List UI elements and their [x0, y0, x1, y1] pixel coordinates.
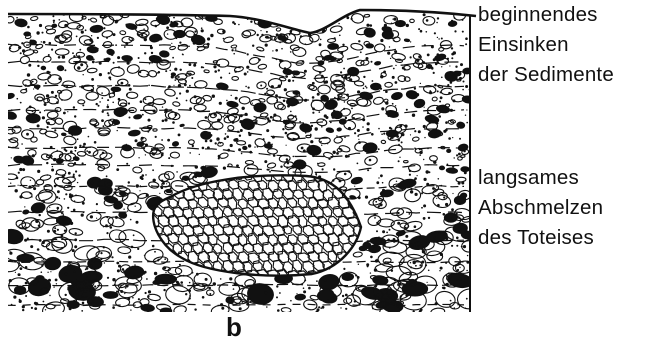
label-line: des Toteises: [478, 223, 603, 253]
label-sinking-sediments: beginnendes Einsinken der Sedimente: [478, 0, 614, 90]
label-line: Abschmelzen: [478, 193, 603, 223]
label-line: langsames: [478, 163, 603, 193]
panel-letter: b: [226, 312, 242, 343]
label-line: beginnendes: [478, 0, 614, 30]
label-line: Einsinken: [478, 30, 614, 60]
label-melting-dead-ice: langsames Abschmelzen des Toteises: [478, 163, 603, 253]
label-line: der Sedimente: [478, 60, 614, 90]
